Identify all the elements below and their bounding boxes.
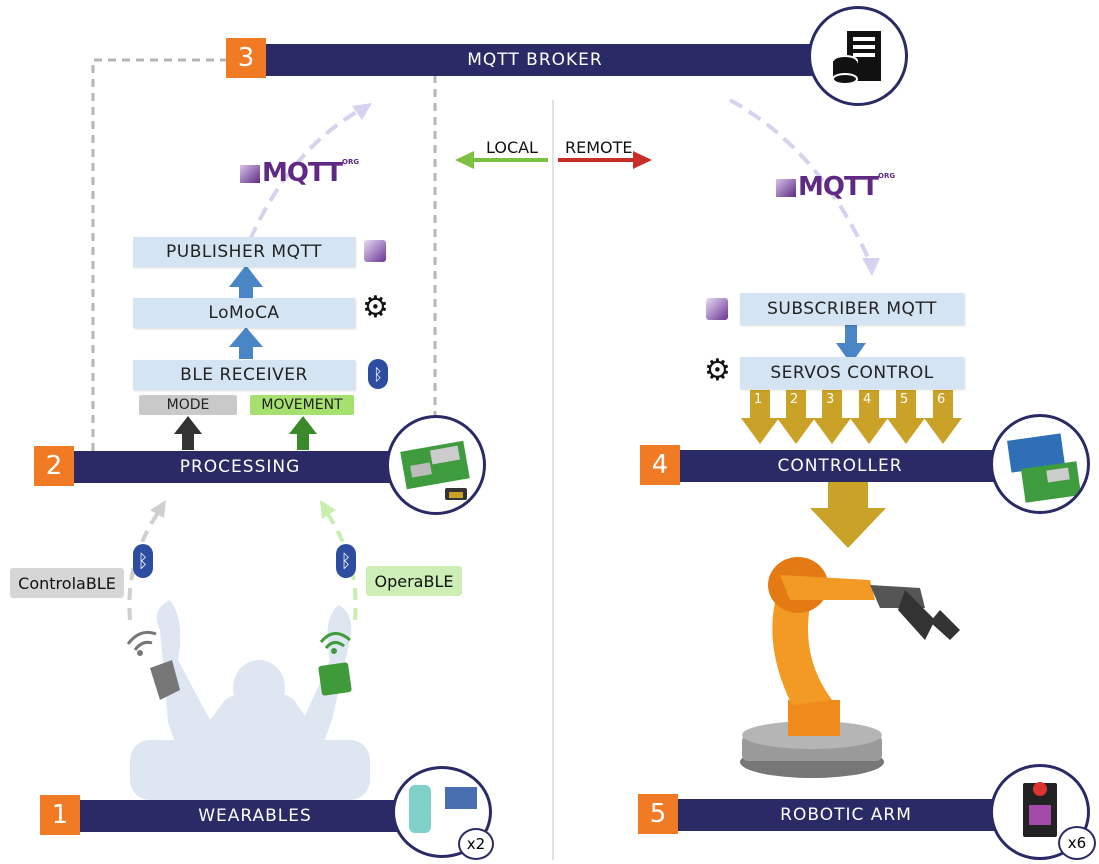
step-badge-2: 2 <box>34 446 74 486</box>
mqtt-logo-right: MQTTORG <box>776 172 895 202</box>
servo-number: 6 <box>937 392 946 407</box>
wearable-boards-icon <box>392 766 492 858</box>
controller-boards-icon <box>990 414 1090 514</box>
step-badge-3: 3 <box>226 38 266 78</box>
broker-bar: MQTT BROKER <box>250 44 820 76</box>
robotic-arm-count: x6 <box>1058 826 1096 860</box>
bluetooth-icon-left: ᛒ <box>133 544 153 578</box>
wearable-green <box>318 662 352 696</box>
remote-label: REMOTE <box>565 138 633 157</box>
controlable-label: ControlaBLE <box>10 568 124 598</box>
bluetooth-icon: ᛒ <box>368 359 388 389</box>
servo-number: 1 <box>754 392 763 407</box>
controller-bar: CONTROLLER <box>670 450 1010 482</box>
server-icon <box>808 6 908 106</box>
robotic-arm-label: ROBOTIC ARM <box>780 805 912 825</box>
local-label: LOCAL <box>486 138 538 157</box>
processing-label: PROCESSING <box>179 457 301 477</box>
operable-label: OperaBLE <box>366 566 462 596</box>
mqtt-small-icon-right <box>706 298 728 320</box>
movement-tag: MOVEMENT <box>250 395 354 415</box>
raspberry-pi-icon <box>386 415 486 515</box>
lomoca-box: LoMoCA <box>133 298 355 328</box>
publisher-mqtt-box: PUBLISHER MQTT <box>133 237 355 267</box>
ble-receiver-box: BLE RECEIVER <box>133 360 355 390</box>
bluetooth-icon-right: ᛒ <box>336 544 356 578</box>
step-badge-1: 1 <box>40 795 80 835</box>
step-badge-4: 4 <box>640 445 680 485</box>
servos-control-box: SERVOS CONTROL <box>740 357 964 389</box>
mqtt-logo-left: MQTTORG <box>240 158 359 188</box>
wearable-grey <box>150 660 180 700</box>
step-badge-5: 5 <box>638 794 678 834</box>
mqtt-small-icon <box>364 240 386 262</box>
servo-number: 5 <box>900 392 909 407</box>
processing-bar: PROCESSING <box>70 451 410 483</box>
servo-number: 2 <box>790 392 799 407</box>
subscriber-mqtt-box: SUBSCRIBER MQTT <box>740 293 964 325</box>
robotic-arm-bar: ROBOTIC ARM <box>676 799 1016 831</box>
gears-icon: ⚙ <box>362 290 389 325</box>
controller-label: CONTROLLER <box>777 456 903 476</box>
servo-number: 3 <box>826 392 835 407</box>
gears-icon-right: ⚙ <box>704 353 731 388</box>
mode-tag: MODE <box>139 395 237 415</box>
servo-number: 4 <box>863 392 872 407</box>
wearables-bar: WEARABLES <box>80 800 430 832</box>
servo-numbers: 1 2 3 4 5 6 <box>750 392 962 412</box>
robot-arm-illustration <box>740 557 960 778</box>
broker-label: MQTT BROKER <box>467 50 603 70</box>
wearables-label: WEARABLES <box>198 806 312 826</box>
wearables-count: x2 <box>458 828 494 860</box>
